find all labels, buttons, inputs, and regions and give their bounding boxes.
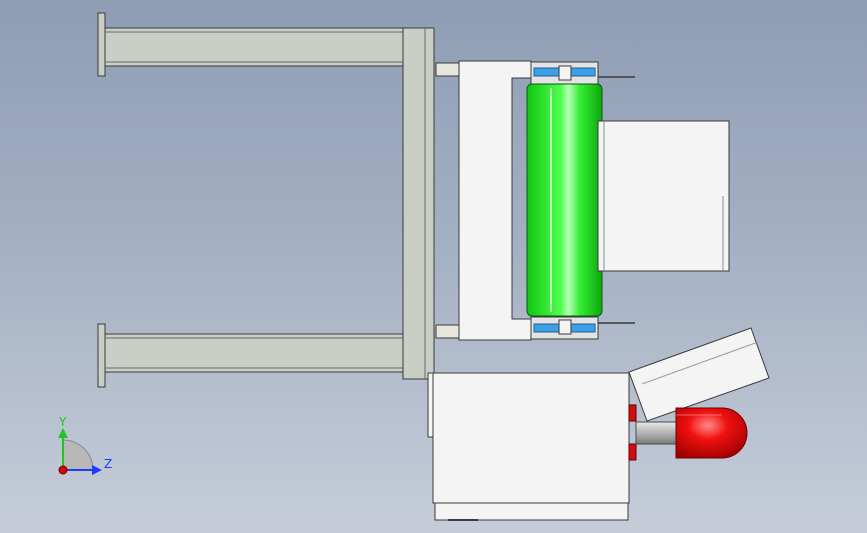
z-axis-label: Z xyxy=(104,457,112,471)
lower-tab[interactable] xyxy=(435,324,460,339)
tilted-cover-panel[interactable] xyxy=(628,327,770,422)
y-axis-label: Y xyxy=(58,415,67,429)
upper-tab[interactable] xyxy=(435,62,460,77)
z-axis-arrow-icon xyxy=(92,465,102,475)
triad-quadrant xyxy=(62,439,94,471)
green-roller[interactable] xyxy=(526,83,603,317)
right-side-box[interactable] xyxy=(597,120,730,272)
vertical-post[interactable] xyxy=(402,27,435,380)
y-axis-arrow-icon xyxy=(58,428,68,438)
upper-beam[interactable] xyxy=(97,12,404,77)
origin-dot-icon xyxy=(58,465,68,475)
roller-bracket[interactable] xyxy=(458,60,532,341)
drive-motor[interactable] xyxy=(628,404,748,461)
axis-triad: Y Z xyxy=(58,415,112,475)
top-bearing-housing[interactable] xyxy=(530,61,635,85)
bottom-bearing-housing[interactable] xyxy=(530,316,635,340)
lower-beam[interactable] xyxy=(97,323,404,388)
base-housing[interactable] xyxy=(427,372,630,521)
